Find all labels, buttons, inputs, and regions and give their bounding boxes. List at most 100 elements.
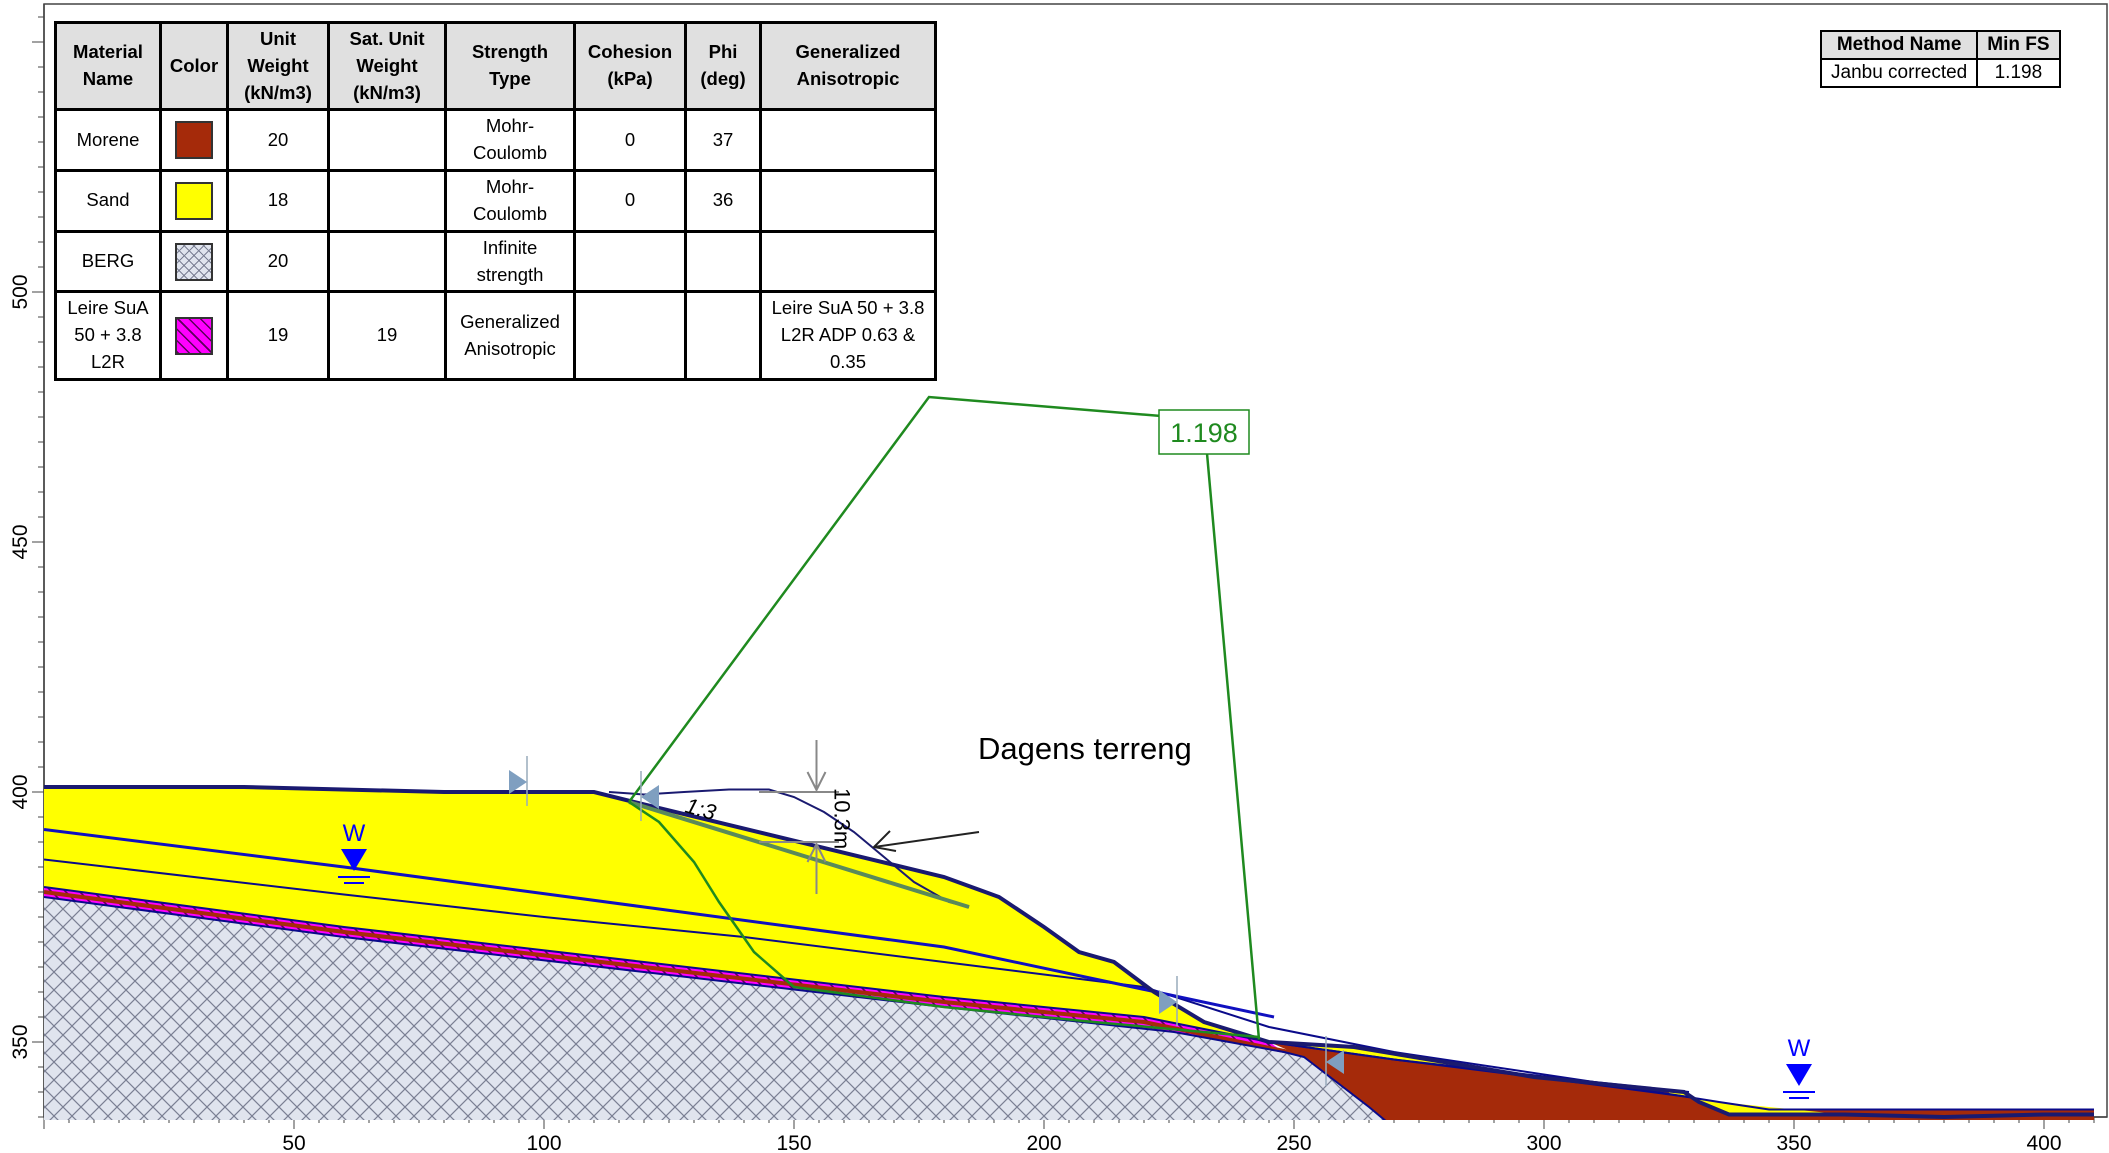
- material-color-cell: [159, 229, 229, 294]
- material-color-cell: [159, 290, 229, 381]
- material-swatch: [175, 316, 213, 355]
- fs-header-minfs: Min FS: [1976, 30, 2061, 60]
- dagens-terreng-arrow: [873, 831, 980, 848]
- water-table-line: [44, 828, 1275, 1019]
- fs-label-leader: [627, 395, 1261, 1040]
- critical-slip-surface: [628, 800, 1260, 1039]
- material-phi: 36: [684, 169, 762, 233]
- header-sat-unit-weight: Sat. Unit Weight (kN/m3): [327, 20, 447, 112]
- fs-header-method: Method Name: [1819, 30, 1979, 60]
- material-aniso: [759, 108, 937, 173]
- y-tick-label: 400: [9, 774, 32, 809]
- fs-method-name: Janbu corrected: [1819, 58, 1979, 88]
- x-tick-label: 400: [2026, 1132, 2061, 1153]
- fs-label-text: 1.198: [1170, 418, 1238, 448]
- x-tick-label: 50: [282, 1132, 305, 1153]
- height-dimension: [759, 740, 839, 894]
- header-color: Color: [159, 20, 229, 112]
- x-tick-label: 300: [1526, 1132, 1561, 1153]
- existing-terrain-line: [608, 788, 970, 908]
- material-unit-weight: 20: [226, 108, 330, 173]
- material-color-cell: [159, 169, 229, 233]
- material-phi: 37: [684, 108, 762, 173]
- material-sat-unit-weight: [327, 108, 447, 173]
- design-slope-line: [628, 800, 970, 909]
- material-swatch: [175, 242, 213, 281]
- rock-contact-line: [44, 896, 1387, 1120]
- morene-top-boundary: [1268, 1041, 2094, 1111]
- material-unit-weight: 18: [226, 169, 330, 233]
- y-tick-label: 500: [9, 274, 32, 309]
- sand-lower-region: [1269, 1042, 1844, 1115]
- header-material-name: Material Name: [54, 20, 162, 112]
- height-dimension-label: 10.3m: [830, 788, 855, 849]
- x-tick-label: 150: [776, 1132, 811, 1153]
- water-table-symbols: WW: [338, 820, 1815, 1099]
- material-cohesion: 0: [573, 169, 687, 233]
- water-table-icon: [341, 849, 367, 871]
- header-unit-weight: Unit Weight (kN/m3): [226, 20, 330, 112]
- material-cohesion: [573, 229, 687, 294]
- slip-limit-right-marker: [509, 770, 527, 794]
- material-sat-unit-weight: [327, 229, 447, 294]
- material-cohesion: [573, 290, 687, 381]
- material-name: Morene: [54, 108, 162, 173]
- x-tick-label: 250: [1276, 1132, 1311, 1153]
- fs-min-value: 1.198: [1976, 58, 2061, 88]
- material-swatch: [175, 181, 213, 220]
- header-phi: Phi (deg): [684, 20, 762, 112]
- material-unit-weight: 19: [226, 290, 330, 381]
- slip-limit-left-marker: [1326, 1050, 1344, 1074]
- material-name: Sand: [54, 169, 162, 233]
- water-symbol-label: W: [1788, 1035, 1811, 1062]
- morene-thin-layer-line: [44, 890, 1670, 1094]
- material-name: Leire SuA 50 + 3.8 L2R: [54, 290, 162, 381]
- header-generalized-anisotropic: Generalized Anisotropic: [759, 20, 937, 112]
- material-aniso: [759, 169, 937, 233]
- morene-region: [1269, 1042, 2094, 1120]
- material-sat-unit-weight: [327, 169, 447, 233]
- material-color-cell: [159, 108, 229, 173]
- x-tick-label: 200: [1026, 1132, 1061, 1153]
- x-tick-label: 100: [526, 1132, 561, 1153]
- water-symbol-label: W: [343, 820, 366, 847]
- fs-label-box: [1158, 409, 1250, 455]
- material-row: BERG 20 Infinite strength: [54, 229, 937, 294]
- material-strength-type: Infinite strength: [444, 229, 576, 294]
- x-tick-label: 350: [1776, 1132, 1811, 1153]
- material-phi: [684, 229, 762, 294]
- material-unit-weight: 20: [226, 229, 330, 294]
- ground-surface: [44, 785, 2094, 1120]
- header-strength-type: Strength Type: [444, 20, 576, 112]
- material-strength-type: Mohr-Coulomb: [444, 108, 576, 173]
- material-cohesion: 0: [573, 108, 687, 173]
- factor-of-safety-table: Method Name Min FS Janbu corrected 1.198: [1819, 30, 2061, 88]
- sand-base-boundary: [44, 858, 1690, 1093]
- material-aniso: [759, 229, 937, 294]
- slip-limit-markers: [509, 756, 1344, 1086]
- y-tick-label: 350: [9, 1024, 32, 1059]
- fs-row: Janbu corrected 1.198: [1819, 58, 2061, 88]
- material-name: BERG: [54, 229, 162, 294]
- dagens-terreng-label: Dagens terreng: [978, 731, 1192, 766]
- material-sat-unit-weight: 19: [327, 290, 447, 381]
- slip-limit-left-marker: [641, 785, 659, 809]
- material-aniso: Leire SuA 50 + 3.8 L2R ADP 0.63 & 0.35: [759, 290, 937, 381]
- material-strength-type: Generalized Anisotropic: [444, 290, 576, 381]
- material-phi: [684, 290, 762, 381]
- header-cohesion: Cohesion (kPa): [573, 20, 687, 112]
- slip-limit-right-marker: [1159, 990, 1177, 1014]
- sand-region: [44, 787, 1699, 1102]
- berg-region: [44, 897, 1385, 1120]
- x-axis: 50 100 150 200 250 300 350 400: [43, 1116, 2107, 1153]
- water-table-icon: [1786, 1064, 1812, 1086]
- dagens-terreng-arrowhead: [871, 830, 897, 852]
